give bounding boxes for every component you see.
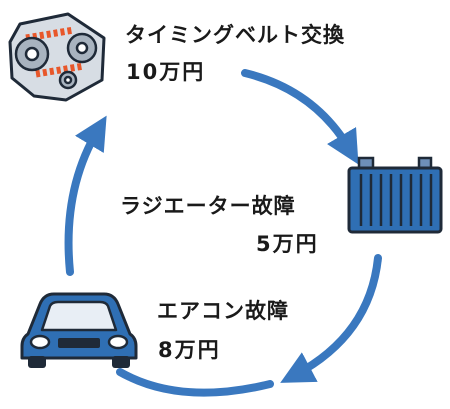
- timing-belt-icon: [8, 12, 106, 102]
- timing-belt-cost: 10万円: [126, 60, 206, 84]
- car-icon: [20, 292, 138, 368]
- timing-belt-label: タイミングベルト交換: [125, 23, 345, 47]
- radiator-icon: [347, 156, 443, 234]
- radiator-label: ラジエーター故障: [120, 194, 296, 218]
- arrow-bottom-right: [280, 254, 382, 383]
- arrow-bottom: [116, 368, 274, 397]
- arrow-left: [64, 115, 107, 276]
- radiator-cost: 5万円: [256, 232, 319, 256]
- aircon-cost: 8万円: [158, 338, 221, 362]
- arrow-top-right: [241, 69, 359, 165]
- aircon-label: エアコン故障: [157, 299, 289, 323]
